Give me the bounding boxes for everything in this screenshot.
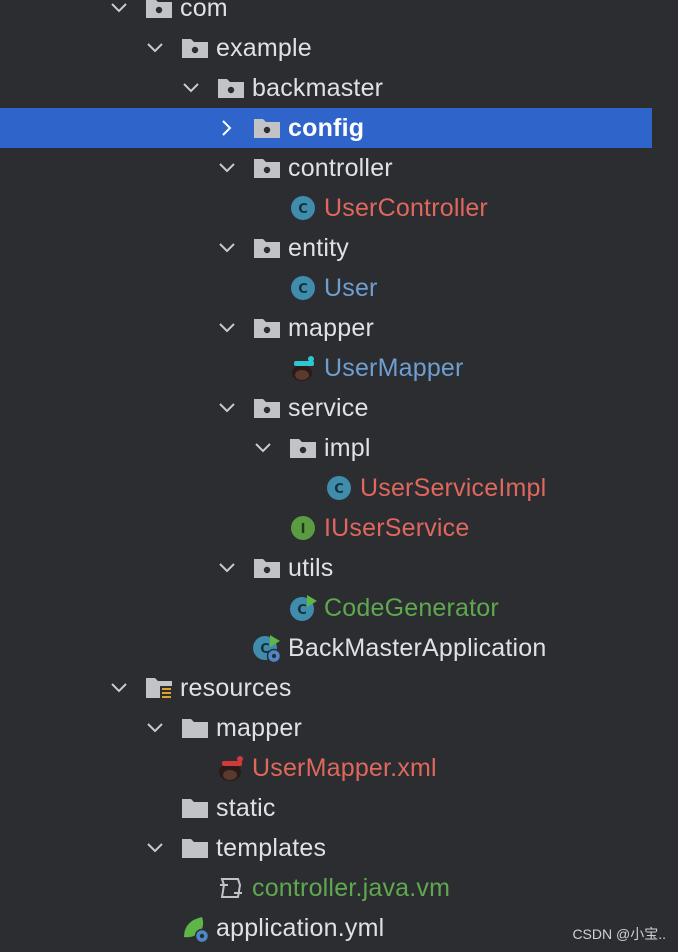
velocity-template-icon — [216, 873, 246, 903]
svg-text:C: C — [298, 202, 308, 217]
package-icon — [180, 33, 210, 63]
tree-item-label: templates — [216, 834, 327, 862]
tree-item-label: BackMasterApplication — [288, 634, 547, 662]
package-icon — [252, 313, 282, 343]
tree-item[interactable]: templates — [0, 828, 652, 868]
tree-item-label: backmaster — [252, 74, 384, 102]
chevron-down-icon[interactable] — [216, 157, 238, 179]
mybatis-mapper-icon — [288, 353, 318, 383]
scrollbar-gutter[interactable] — [652, 0, 678, 952]
tree-item[interactable]: C User — [0, 268, 652, 308]
package-icon — [144, 0, 174, 23]
package-icon — [252, 153, 282, 183]
tree-item-label: application.yml — [216, 914, 385, 942]
tree-item-label: config — [288, 114, 365, 142]
svg-text:C: C — [298, 282, 308, 297]
tree-item-label: mapper — [288, 314, 374, 342]
tree-item[interactable]: resources — [0, 668, 652, 708]
tree-item[interactable]: utils — [0, 548, 652, 588]
tree-item-label: mapper — [216, 714, 302, 742]
chevron-down-icon[interactable] — [252, 437, 274, 459]
svg-text:I: I — [301, 522, 306, 537]
chevron-down-icon[interactable] — [216, 397, 238, 419]
tree-item[interactable]: com — [0, 0, 652, 28]
class-icon: C — [288, 193, 318, 223]
package-icon — [252, 113, 282, 143]
tree-item[interactable]: mapper — [0, 308, 652, 348]
tree-item[interactable]: C CodeGenerator — [0, 588, 652, 628]
tree-item-label: entity — [288, 234, 349, 262]
spring-config-icon — [180, 913, 210, 943]
tree-item[interactable]: backmaster — [0, 68, 652, 108]
folder-icon — [180, 793, 210, 823]
class-icon: C — [288, 273, 318, 303]
tree-item[interactable]: C UserServiceImpl — [0, 468, 652, 508]
chevron-down-icon[interactable] — [216, 237, 238, 259]
tree-item[interactable]: C BackMasterApplication — [0, 628, 652, 668]
tree-item-label: controller — [288, 154, 393, 182]
runnable-class-icon: C — [288, 593, 318, 623]
chevron-down-icon[interactable] — [144, 837, 166, 859]
watermark: CSDN @小宝.. — [572, 926, 666, 942]
package-icon — [252, 553, 282, 583]
chevron-down-icon[interactable] — [144, 37, 166, 59]
tree-item-label: CodeGenerator — [324, 594, 499, 622]
tree-item-label: IUserService — [324, 514, 470, 542]
tree-item[interactable]: example — [0, 28, 652, 68]
tree-item-label: impl — [324, 434, 371, 462]
package-icon — [252, 233, 282, 263]
chevron-down-icon[interactable] — [108, 677, 130, 699]
tree-item[interactable]: config — [0, 108, 652, 148]
tree-item-label: com — [180, 0, 228, 22]
package-icon — [216, 73, 246, 103]
chevron-right-icon[interactable] — [216, 117, 238, 139]
tree-item[interactable]: entity — [0, 228, 652, 268]
tree-item-label: example — [216, 34, 312, 62]
tree-item[interactable]: UserMapper — [0, 348, 652, 388]
tree-item-label: resources — [180, 674, 292, 702]
tree-item[interactable]: controller — [0, 148, 652, 188]
chevron-down-icon[interactable] — [180, 77, 202, 99]
tree-item[interactable]: UserMapper.xml — [0, 748, 652, 788]
svg-text:C: C — [334, 482, 344, 497]
tree-item[interactable]: C UserController — [0, 188, 652, 228]
resources-folder-icon — [144, 673, 174, 703]
tree-item[interactable]: controller.java.vm — [0, 868, 652, 908]
svg-text:C: C — [260, 642, 270, 657]
folder-icon — [180, 833, 210, 863]
tree-item[interactable]: impl — [0, 428, 652, 468]
tree-item-label: User — [324, 274, 378, 302]
tree-item-label: static — [216, 794, 276, 822]
tree-item-label: utils — [288, 554, 334, 582]
tree-item[interactable]: service — [0, 388, 652, 428]
tree-item-label: controller.java.vm — [252, 874, 451, 902]
interface-icon: I — [288, 513, 318, 543]
spring-boot-class-icon: C — [252, 633, 282, 663]
tree-item-label: UserServiceImpl — [360, 474, 547, 502]
package-icon — [252, 393, 282, 423]
chevron-down-icon[interactable] — [144, 717, 166, 739]
tree-item-label: service — [288, 394, 369, 422]
chevron-down-icon[interactable] — [108, 0, 130, 19]
tree-item-label: UserMapper — [324, 354, 464, 382]
tree-item-label: UserController — [324, 194, 488, 222]
tree-item[interactable]: static — [0, 788, 652, 828]
tree-item-label: UserMapper.xml — [252, 754, 437, 782]
mybatis-xml-icon — [216, 753, 246, 783]
package-icon — [288, 433, 318, 463]
tree-item[interactable]: mapper — [0, 708, 652, 748]
tree-item[interactable]: application.yml — [0, 908, 652, 948]
svg-text:C: C — [297, 603, 307, 618]
class-icon: C — [324, 473, 354, 503]
tree-item[interactable]: I IUserService — [0, 508, 652, 548]
folder-icon — [180, 713, 210, 743]
chevron-down-icon[interactable] — [216, 557, 238, 579]
chevron-down-icon[interactable] — [216, 317, 238, 339]
